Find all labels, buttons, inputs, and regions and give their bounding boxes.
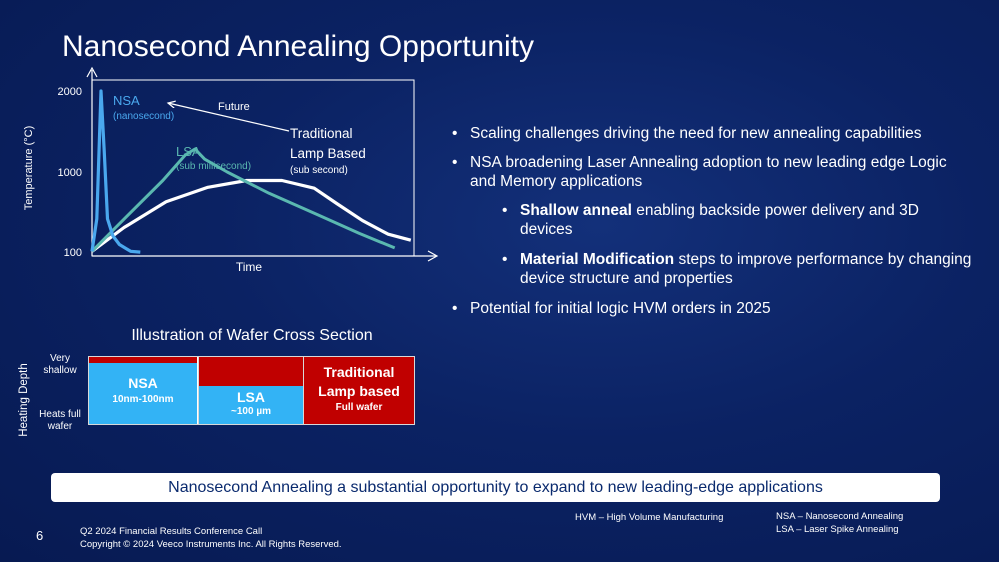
lamp-label-line2: Lamp Based (290, 146, 366, 161)
x-axis-arrow (427, 250, 439, 262)
y-axis-label: Temperature (°C) (23, 126, 35, 210)
very-shallow-label: Very shallow (43, 353, 77, 376)
lsa-abbreviation: LSA – Laser Spike Annealing (776, 524, 899, 535)
sub-bullet-text: steps to improve performance by changing… (520, 251, 972, 287)
footer-event: Q2 2024 Financial Results Conference Cal… (80, 526, 263, 537)
nsa-abbreviation: NSA – Nanosecond Annealing (776, 511, 904, 522)
series-line-lsa (90, 147, 396, 253)
lsa-cell-name: LSA (237, 389, 265, 405)
lamp-cell-line1: Traditional (323, 364, 395, 380)
lamp-sublabel: (sub second) (290, 165, 348, 176)
bullet-item: Potential for initial logic HVM orders i… (452, 299, 972, 318)
cross-section-title: Illustration of Wafer Cross Section (131, 327, 373, 344)
page-number: 6 (36, 528, 44, 543)
heats-full-wafer-label: Heats full wafer (39, 409, 81, 432)
nsa-cell: NSA 10nm-100nm (89, 363, 197, 424)
sub-bullet-item: Material Modification steps to improve p… (502, 250, 972, 288)
hvm-abbreviation: HVM – High Volume Manufacturing (575, 512, 724, 523)
lamp-cell-sub: Full wafer (335, 402, 383, 413)
heating-depth-label: Heating Depth (18, 363, 30, 437)
sub-bullet-item: Shallow anneal enabling backside power d… (502, 201, 972, 239)
lsa-sublabel: (sub millisecond) (176, 161, 251, 172)
nsa-label: NSA (113, 93, 140, 108)
future-arrow (168, 103, 290, 132)
y-axis-arrow (86, 66, 98, 78)
x-axis-label: Time (236, 260, 263, 274)
summary-banner: Nanosecond Annealing a substantial oppor… (51, 473, 940, 502)
y-tick-100: 100 (64, 247, 82, 259)
nsa-sublabel: (nanosecond) (113, 111, 174, 122)
series-line-nsa (90, 89, 141, 254)
bullet-list: Scaling challenges driving the need for … (452, 124, 972, 328)
lamp-label: Traditional Lamp Based (290, 126, 366, 161)
bullet-item: NSA broadening Laser Annealing adoption … (452, 153, 972, 191)
lamp-cell-line2: Lamp based (318, 383, 400, 399)
nsa-cell-name: NSA (128, 375, 158, 391)
y-tick-1000: 1000 (58, 167, 82, 179)
future-annotation: Future (218, 101, 250, 113)
sub-bullet-bold: Material Modification (520, 251, 675, 268)
nsa-heated-layer (89, 357, 197, 363)
y-tick-2000: 2000 (58, 86, 82, 98)
nsa-cell-range: 10nm-100nm (112, 394, 174, 405)
lamp-cell: Traditional Lamp based Full wafer (303, 357, 414, 424)
series-line-lamp (91, 178, 412, 253)
lamp-label-line1: Traditional (290, 126, 353, 141)
footer-copyright: Copyright © 2024 Veeco Instruments Inc. … (80, 539, 342, 550)
sub-bullet-text: enabling backside power delivery and 3D … (520, 202, 919, 238)
plot-frame (91, 79, 415, 257)
lsa-label: LSA (176, 144, 201, 159)
temperature-chart: 2000 1000 100 Temperature (°C) Time NSA … (23, 66, 439, 274)
sub-bullet-bold: Shallow anneal (520, 202, 632, 219)
lsa-cell-range: ~100 µm (231, 406, 271, 417)
lsa-heated-layer (198, 357, 303, 386)
bullet-item: Scaling challenges driving the need for … (452, 124, 972, 143)
wafer-cross-section: NSA 10nm-100nm LSA ~100 µm Traditional L… (88, 356, 415, 425)
lsa-cell: LSA ~100 µm (198, 386, 303, 424)
slide-title: Nanosecond Annealing Opportunity (62, 30, 535, 63)
